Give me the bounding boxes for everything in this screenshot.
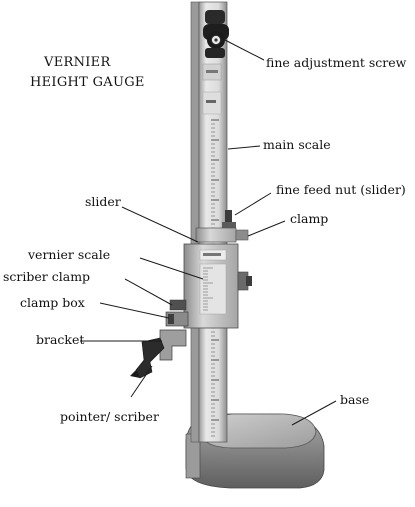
leader-slider	[121, 206, 199, 243]
vernier-slider	[183, 243, 252, 329]
vernier-graduations	[203, 267, 213, 311]
leader-main-scale	[227, 145, 261, 150]
label-fine-feed-nut: fine feed nut (slider)	[276, 182, 406, 197]
label-pointer-scriber: pointer/ scriber	[60, 409, 159, 424]
title-line-2: HEIGHT GAUGE	[30, 75, 145, 90]
leader-clamp	[247, 220, 286, 237]
label-scriber-clamp: scriber clamp	[3, 269, 90, 284]
leader-fine-adjustment-screw	[224, 39, 265, 61]
fine-feed-nut	[222, 210, 236, 228]
scriber-blade	[130, 337, 165, 379]
leader-vernier-scale	[139, 257, 204, 280]
leader-clamp-box	[99, 302, 170, 319]
label-slider: slider	[85, 194, 121, 209]
height-gauge-illustration	[130, 1, 325, 489]
part-labels: fine adjustment screw main scale slider …	[3, 55, 407, 424]
label-bracket: bracket	[36, 332, 84, 347]
diagram-title: VERNIER HEIGHT GAUGE	[30, 55, 145, 90]
title-line-1: VERNIER	[43, 55, 111, 70]
main-beam	[190, 1, 228, 443]
label-main-scale: main scale	[263, 137, 331, 152]
label-clamp-box: clamp box	[20, 295, 85, 310]
leader-pointer-scriber	[130, 365, 153, 398]
label-fine-adjustment-screw: fine adjustment screw	[266, 55, 407, 70]
bracket-arm	[159, 329, 187, 361]
leader-fine-feed-nut	[234, 192, 272, 216]
leader-scriber-clamp	[124, 278, 173, 306]
leader-base	[291, 400, 337, 426]
fine-adjustment-knob	[203, 10, 229, 58]
label-base: base	[340, 392, 369, 407]
upper-slider-block	[195, 227, 249, 243]
label-vernier-scale: vernier scale	[27, 247, 110, 262]
scriber-clamp-assembly	[165, 299, 189, 327]
leader-lines	[80, 39, 337, 426]
label-clamp: clamp	[290, 211, 328, 226]
